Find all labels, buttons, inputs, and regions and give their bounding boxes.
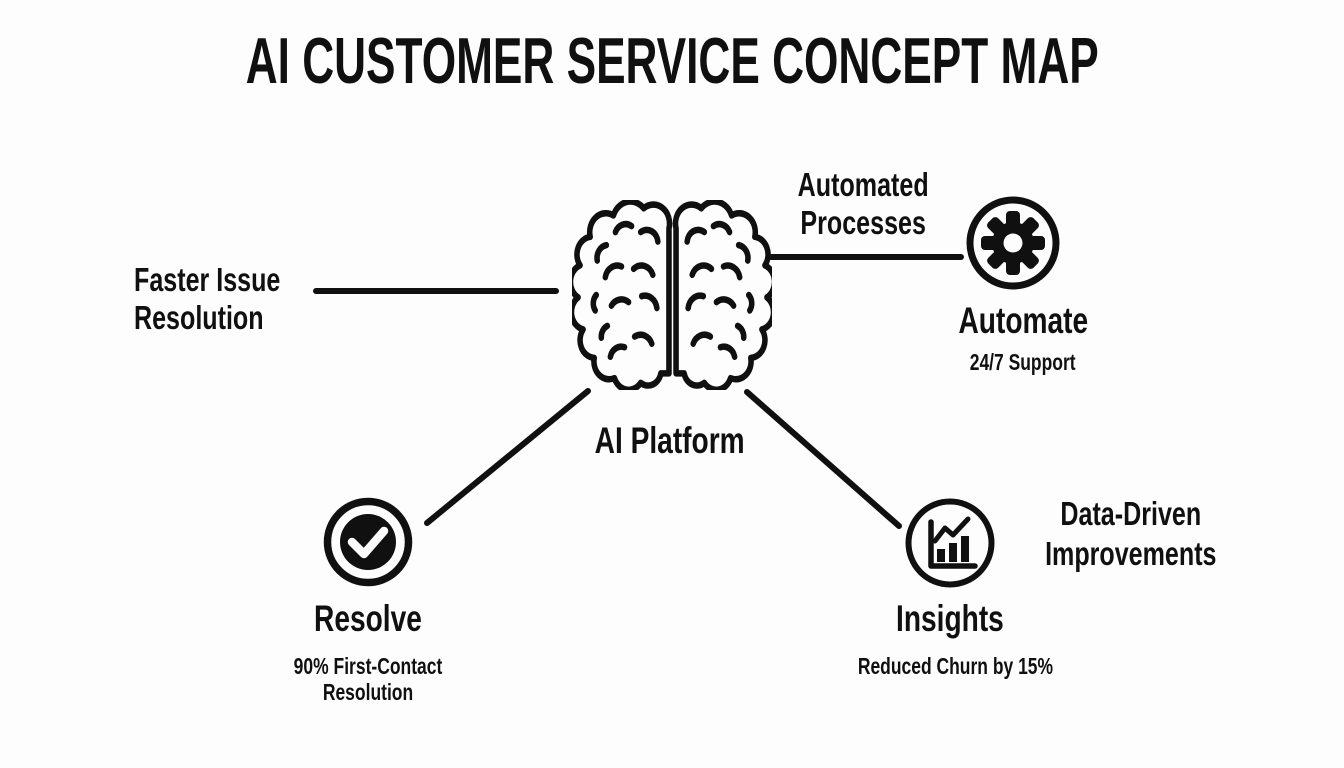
node-sublabel-automate: 24/7 Support [913,349,1133,375]
brain-icon [572,200,772,390]
page-title-text: AI CUSTOMER SERVICE CONCEPT MAP [245,24,1099,97]
node-sublabel-resolve-text: 90% First-Contact Resolution [293,653,443,705]
node-sublabel-insights: Reduced Churn by 15% [795,653,1115,679]
edge-label-data-driven-improvements: Data-Driven Improvements [1018,494,1238,574]
bar-chart-icon [905,498,995,588]
node-label-resolve-text: Resolve [314,598,422,639]
check-circle-icon [323,497,413,587]
node-label-insights: Insights [840,599,1060,639]
edge-label-automated-processes-text: Automated Processes [797,166,929,241]
edge-label-data-driven-improvements-text: Data-Driven Improvements [1045,495,1217,572]
edge-label-faster-issue-resolution: Faster Issue Resolution [134,261,327,337]
node-label-automate: Automate [913,301,1133,341]
node-sublabel-resolve: 90% First-Contact Resolution [208,653,528,705]
node-label-insights-text: Insights [896,598,1004,639]
node-sublabel-automate-text: 24/7 Support [970,349,1076,375]
connector-platform-resolve [424,388,591,526]
gear-icon [966,196,1060,290]
node-label-resolve: Resolve [258,599,478,639]
node-sublabel-insights-text: Reduced Churn by 15% [857,653,1053,679]
connector-platform-insights [744,389,902,529]
edge-label-faster-issue-resolution-text: Faster Issue Resolution [134,261,281,336]
node-label-ai-platform: AI Platform [560,421,780,461]
edge-label-automated-processes: Automated Processes [763,166,963,242]
node-label-automate-text: Automate [958,300,1088,341]
node-label-ai-platform-text: AI Platform [594,420,745,461]
page-title: AI CUSTOMER SERVICE CONCEPT MAP [0,24,1344,97]
